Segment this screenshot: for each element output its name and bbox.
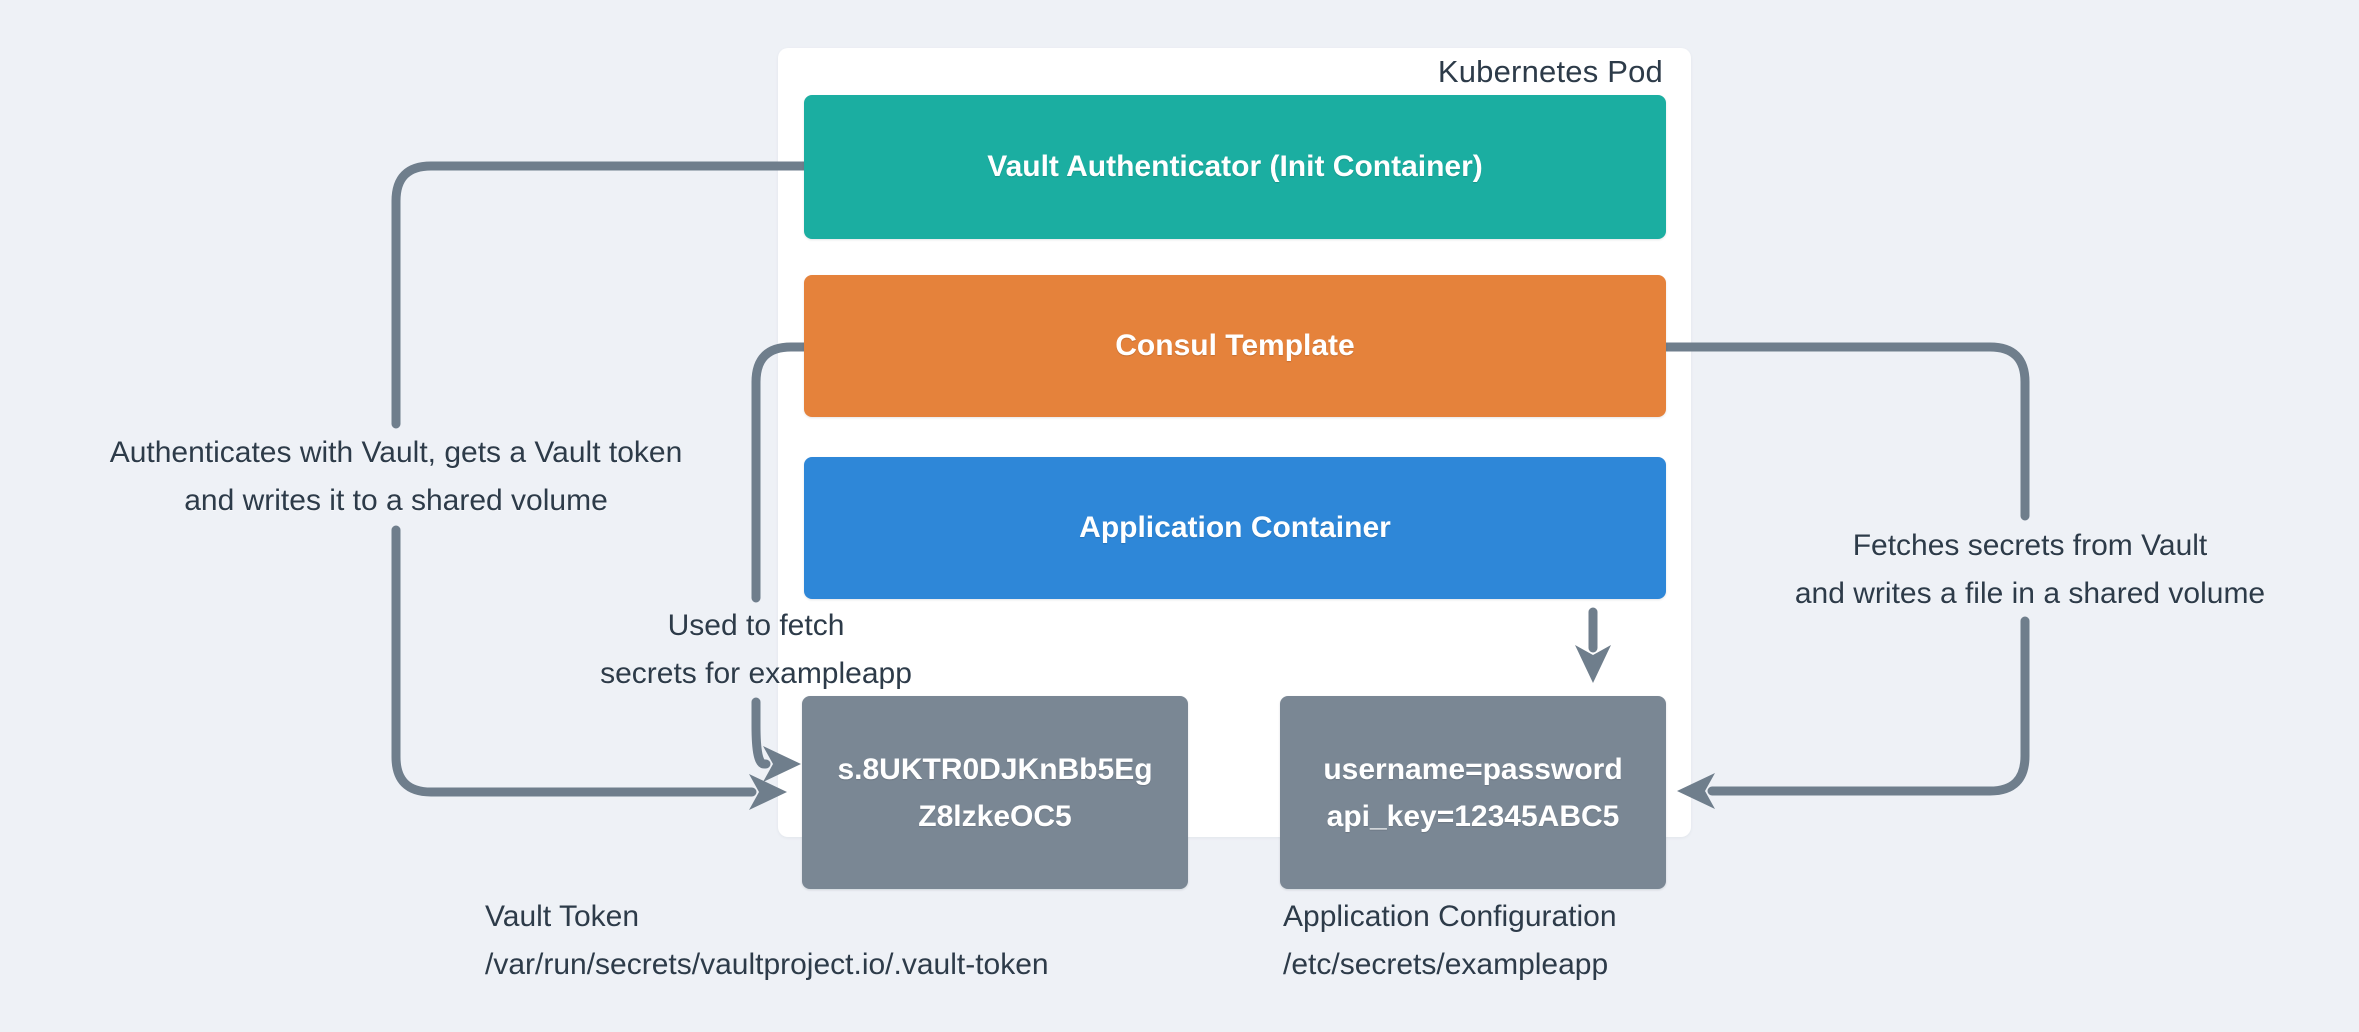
app-config-line-2: api_key=12345ABC5 [1326,799,1620,833]
app-config-caption-title: Application Configuration [1283,900,1617,933]
vault-token-line-2: Z8lzkeOC5 [918,799,1072,833]
arrow-consul-to-token [756,342,809,764]
vault-token-line-1: s.8UKTR0DJKnBb5Eg [837,752,1153,786]
annotation-authenticates: Authenticates with Vault, gets a Vault t… [40,429,752,525]
annotation-line: secrets for exampleapp [600,657,912,690]
annotation-line: Authenticates with Vault, gets a Vault t… [109,436,683,469]
vault-token-caption-path: /var/run/secrets/vaultproject.io/.vault-… [485,948,1049,981]
annotation-line: Used to fetch [667,609,845,642]
container-vault-authenticator: Vault Authenticator (Init Container) [804,95,1666,239]
kubernetes-pod-label: Kubernetes Pod [1437,54,1663,89]
container-consul-template: Consul Template [804,275,1666,417]
container-label: Application Container [1079,511,1391,544]
app-config-box: username=password api_key=12345ABC5 [1280,696,1666,889]
vault-token-caption-title: Vault Token [485,900,639,933]
annotation-fetches-secrets: Fetches secrets from Vault and writes a … [1730,522,2330,618]
annotation-line: Fetches secrets from Vault [1852,529,2208,562]
arrow-consul-to-config [1661,342,2030,791]
annotation-line: and writes it to a shared volume [184,484,608,517]
app-config-line-1: username=password [1323,752,1623,786]
arrow-authenticator-to-token [391,161,809,792]
vault-token-box: s.8UKTR0DJKnBb5Eg Z8lzkeOC5 [802,696,1188,889]
container-application: Application Container [804,457,1666,599]
container-label: Consul Template [1115,329,1355,362]
app-config-caption: Application Configuration /etc/secrets/e… [1283,893,1617,989]
container-label: Vault Authenticator (Init Container) [987,150,1483,183]
annotation-used-to-fetch: Used to fetch secrets for exampleapp [506,602,1006,698]
app-config-caption-path: /etc/secrets/exampleapp [1283,948,1609,981]
annotation-line: and writes a file in a shared volume [1794,577,2266,610]
vault-token-caption: Vault Token /var/run/secrets/vaultprojec… [485,893,1049,989]
